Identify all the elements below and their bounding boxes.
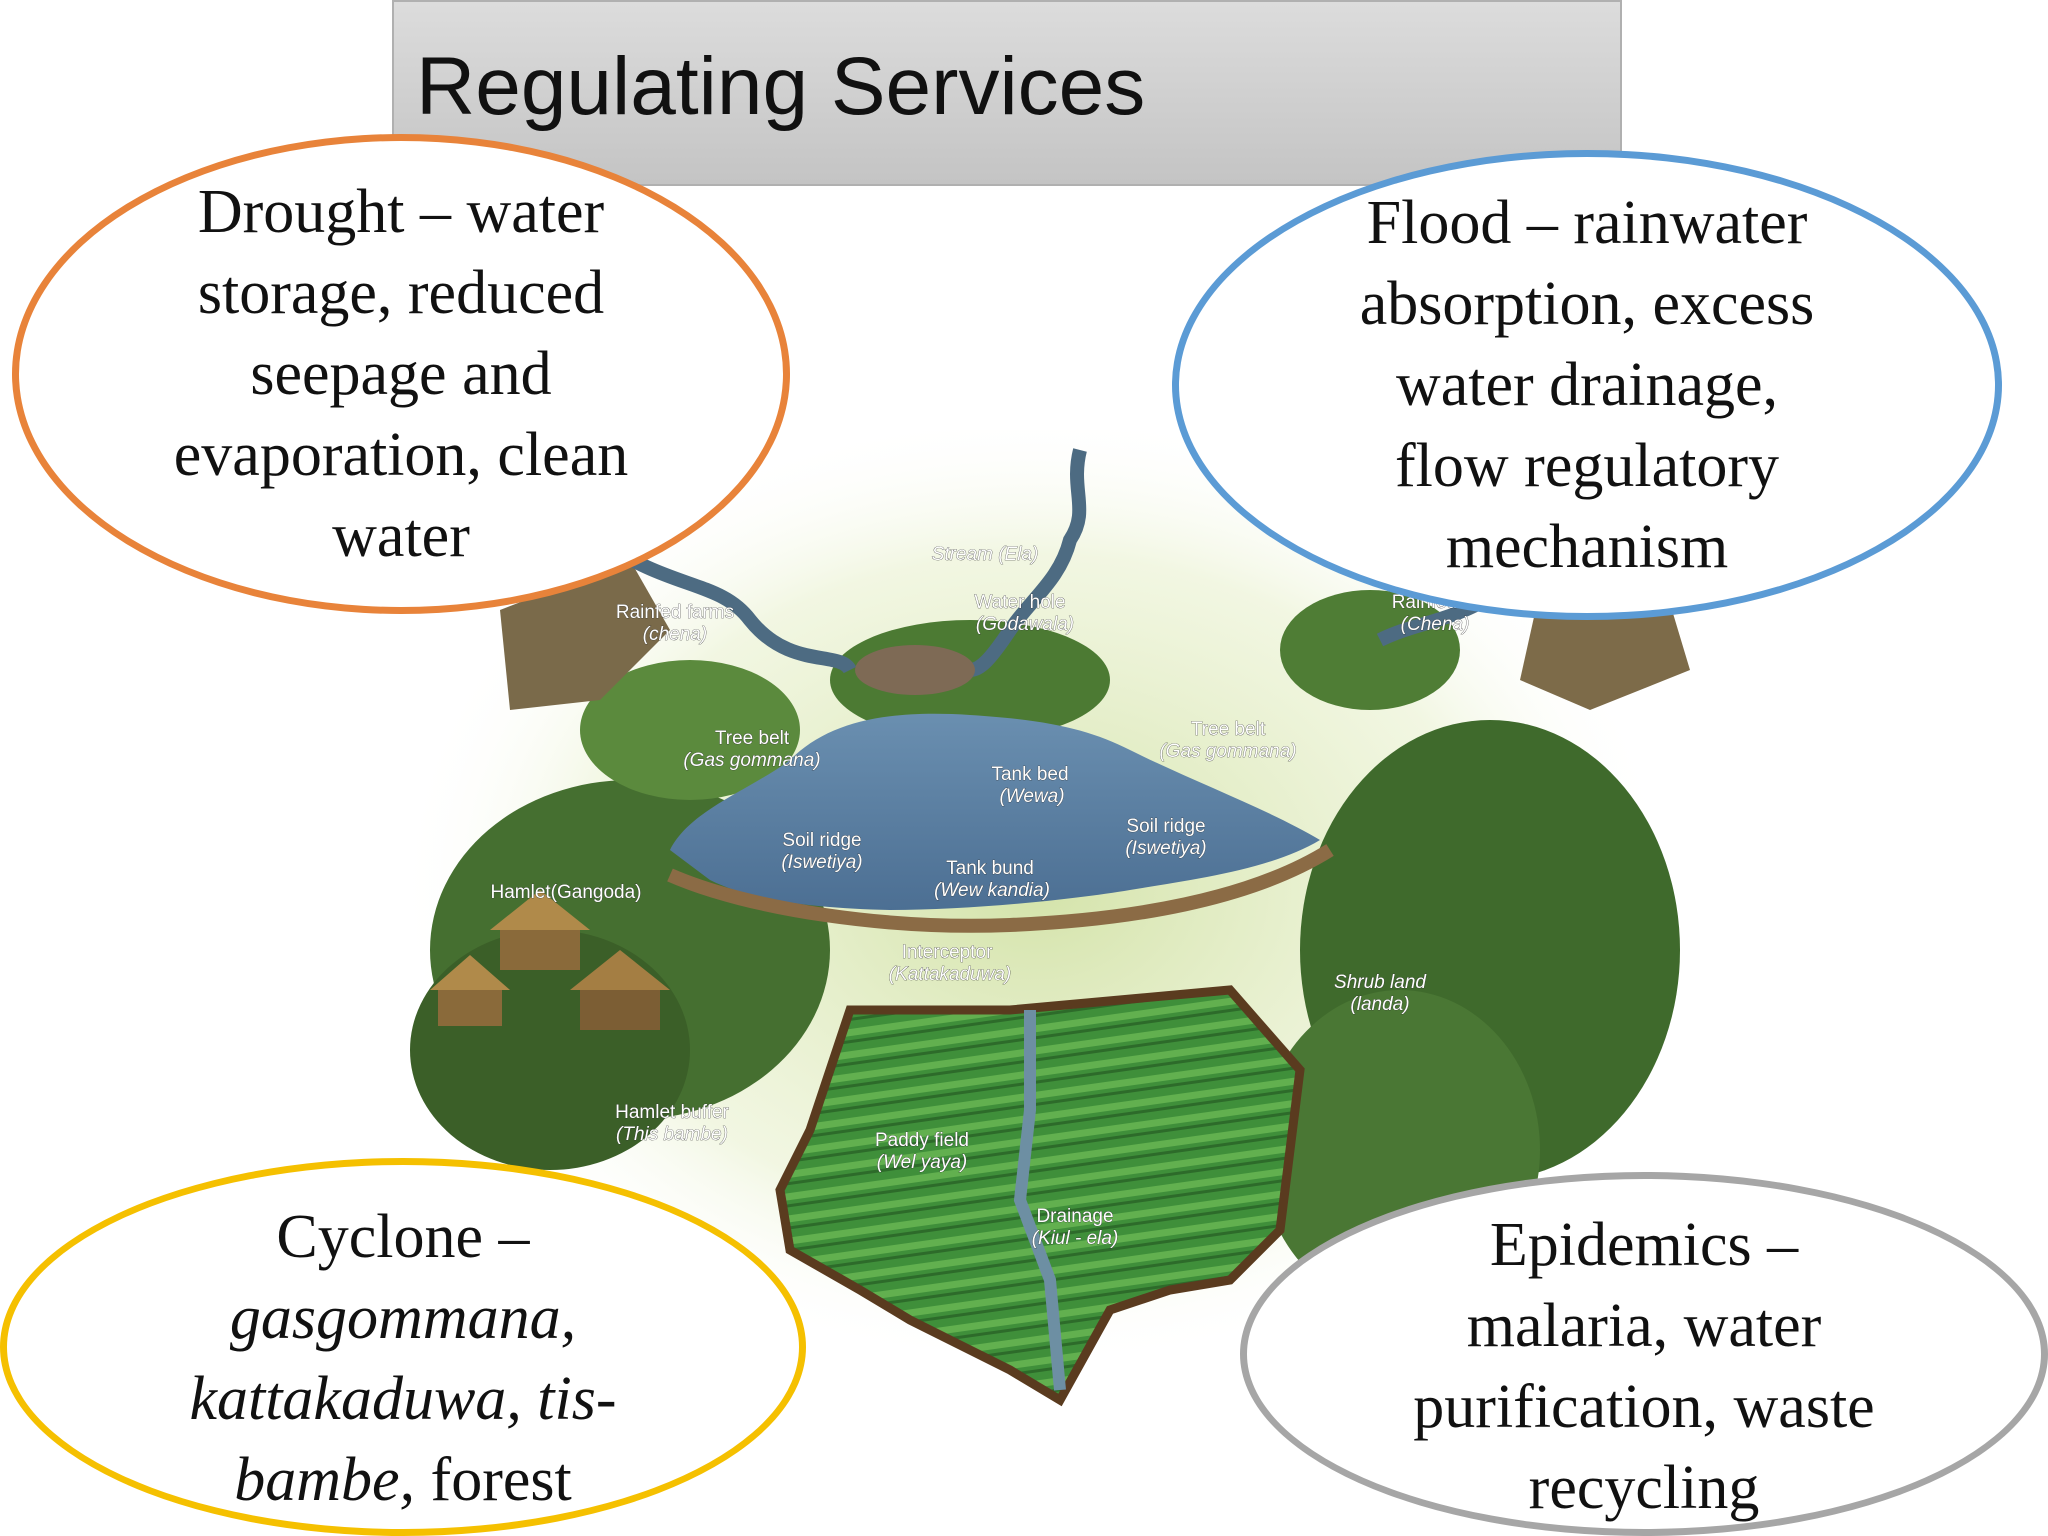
svg-text:Paddy field: Paddy field xyxy=(875,1130,969,1151)
svg-text:Tank bund: Tank bund xyxy=(946,858,1034,879)
tank-bund xyxy=(667,844,1334,933)
svg-text:Soil ridge: Soil ridge xyxy=(1126,816,1205,837)
drought-ellipse: Drought – water storage, reduced seepage… xyxy=(12,134,790,614)
hamlet-huts xyxy=(430,890,670,1030)
svg-text:(Chena): (Chena) xyxy=(1401,614,1470,635)
svg-text:(Iswetiya): (Iswetiya) xyxy=(1125,838,1206,859)
svg-text:Tree belt: Tree belt xyxy=(715,728,790,749)
svg-text:(landa): (landa) xyxy=(1350,994,1409,1015)
flood-ellipse: Flood – rainwater absorption, excess wat… xyxy=(1172,150,2002,620)
svg-text:Shrub land: Shrub land xyxy=(1334,972,1427,993)
svg-text:(Gas gommana): (Gas gommana) xyxy=(683,750,820,771)
svg-text:Stream (Ela): Stream (Ela) xyxy=(932,544,1039,565)
water-hole xyxy=(855,645,975,695)
paddy-field xyxy=(775,985,1305,1407)
svg-text:Tree belt: Tree belt xyxy=(1191,719,1266,740)
cyclone-ellipse: Cyclone – gasgommana, kattakaduwa, tis- … xyxy=(0,1158,806,1536)
svg-text:Water hole: Water hole xyxy=(974,592,1065,613)
svg-text:Interceptor: Interceptor xyxy=(902,942,993,963)
svg-text:Hamlet buffer: Hamlet buffer xyxy=(615,1102,729,1123)
svg-text:Rainfed farms: Rainfed farms xyxy=(616,602,734,623)
svg-text:(Godawala): (Godawala) xyxy=(976,614,1074,635)
svg-text:(Wewa): (Wewa) xyxy=(999,786,1064,807)
svg-text:(Kattakaduwa): (Kattakaduwa) xyxy=(889,964,1012,985)
cyclone-text: Cyclone – gasgommana, kattakaduwa, tis- … xyxy=(189,1203,617,1514)
svg-text:Hamlet(Gangoda): Hamlet(Gangoda) xyxy=(490,882,641,903)
drought-text: Drought – water storage, reduced seepage… xyxy=(173,177,629,570)
svg-text:(This bambe): (This bambe) xyxy=(616,1124,728,1145)
vegetation xyxy=(410,590,1680,1310)
svg-text:Soil ridge: Soil ridge xyxy=(782,830,861,851)
svg-text:(Wew kandia): (Wew kandia) xyxy=(934,880,1050,901)
svg-text:(chena): (chena) xyxy=(643,624,707,645)
page-title: Regulating Services xyxy=(416,41,1146,132)
flood-text: Flood – rainwater absorption, excess wat… xyxy=(1359,188,1815,581)
svg-text:Tank bed: Tank bed xyxy=(991,764,1068,785)
epidemics-text: Epidemics – malaria, water purification,… xyxy=(1413,1211,1875,1522)
svg-text:(Iswetiya): (Iswetiya) xyxy=(781,852,862,873)
svg-text:(Kiul - ela): (Kiul - ela) xyxy=(1032,1228,1119,1249)
tank-cascade-illustration: Stream (Ela) Water hole (Godawala) Rainf… xyxy=(395,430,1690,1407)
title-bar: Regulating Services xyxy=(392,0,1622,186)
svg-text:(Gas gommana): (Gas gommana) xyxy=(1159,741,1296,762)
tank-bed xyxy=(670,713,1320,910)
svg-text:(Wel yaya): (Wel yaya) xyxy=(877,1152,967,1173)
svg-text:Drainage: Drainage xyxy=(1036,1206,1113,1227)
epidemics-ellipse: Epidemics – malaria, water purification,… xyxy=(1240,1172,2048,1536)
drainage-channel xyxy=(1013,1010,1066,1391)
stream xyxy=(595,534,857,675)
